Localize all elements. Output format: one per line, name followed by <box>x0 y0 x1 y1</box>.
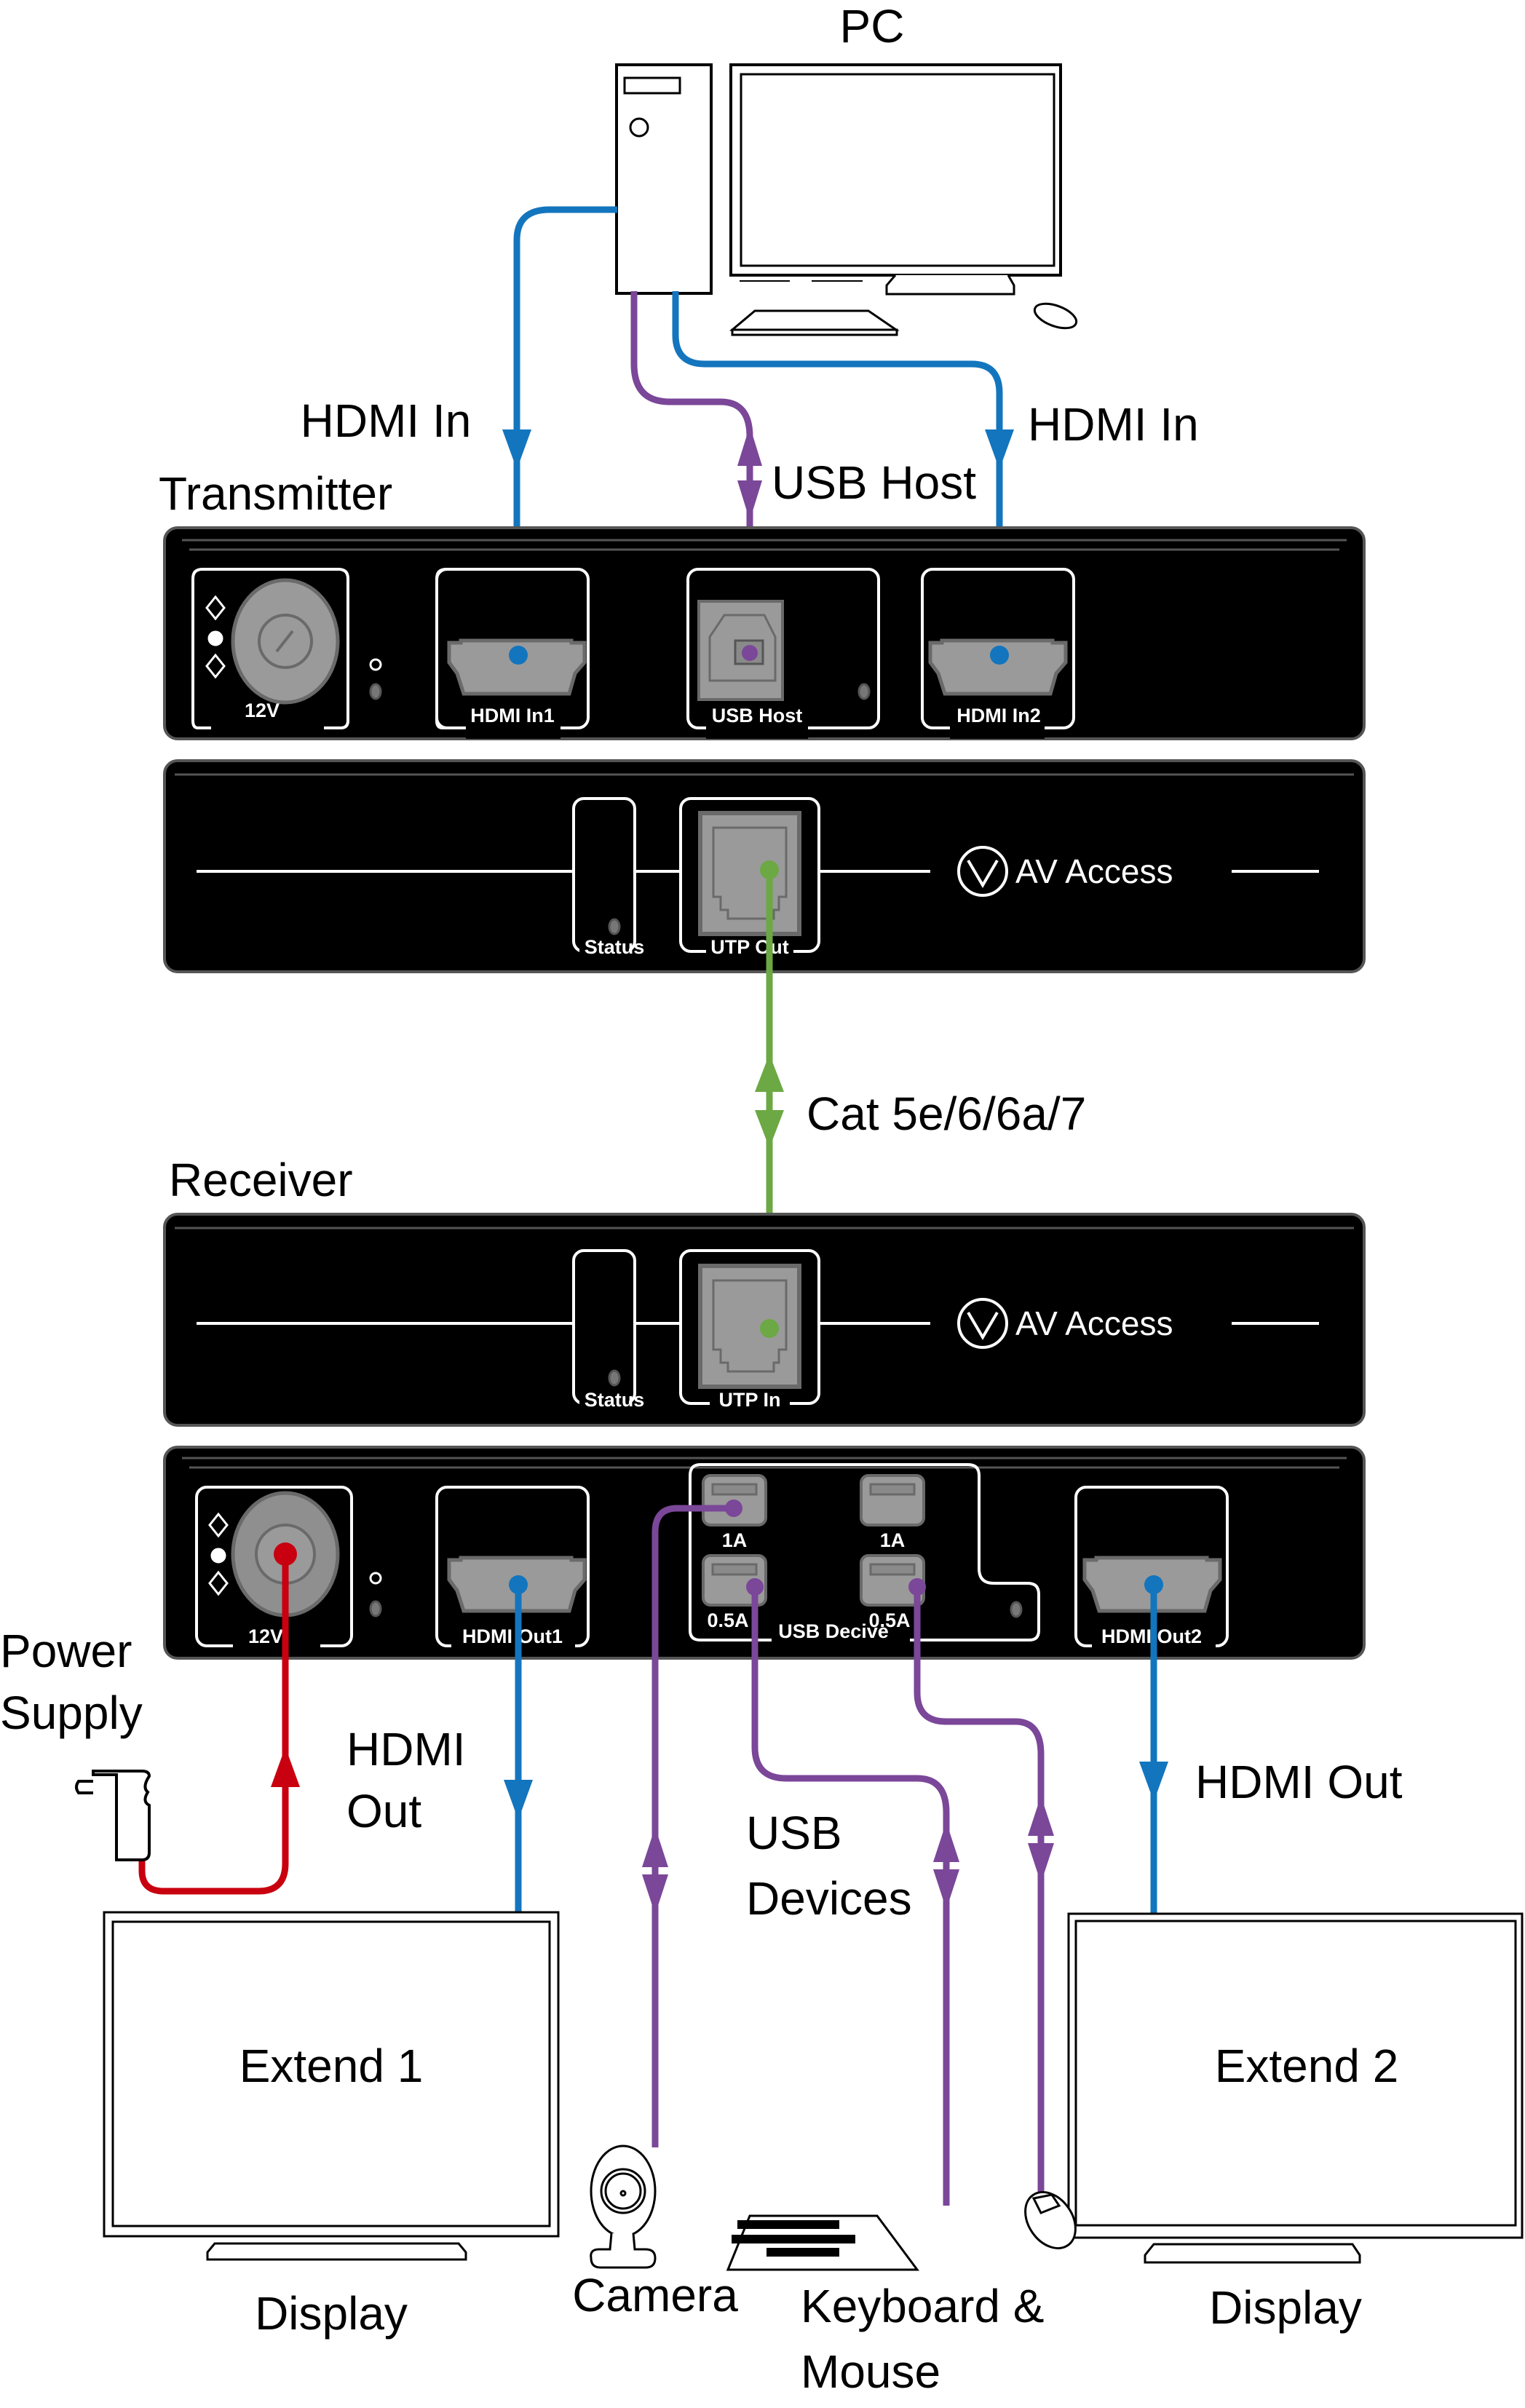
transmitter-power-label: 12V <box>245 700 280 721</box>
hdmi-out-left-line1: HDMI <box>346 1723 466 1775</box>
usb-port-2[interactable]: 1A <box>860 1474 925 1551</box>
hdmi-in-left-label: HDMI In <box>301 395 472 447</box>
display-right-label: Display <box>1209 2281 1362 2334</box>
hdmi-in2-label: HDMI In2 <box>956 705 1041 726</box>
receiver-brand-name: AV Access <box>1015 1304 1173 1342</box>
arrow-down-keyboard <box>933 1869 959 1909</box>
power-supply-label-line2: Supply <box>0 1687 143 1739</box>
hdmi-in1-label: HDMI In1 <box>470 705 555 726</box>
receiver-power-led-icon <box>369 1572 382 1617</box>
cable-type-label: Cat 5e/6/6a/7 <box>807 1088 1086 1140</box>
receiver-utp-in-port[interactable]: UTP In <box>679 1249 820 1414</box>
keyboard-mouse-line1: Keyboard & <box>801 2280 1044 2332</box>
cable-hdmi-in2 <box>672 291 1003 655</box>
av-access-logo: AV Access <box>957 846 1173 897</box>
hdmi-out1-label: HDMI Out1 <box>462 1625 563 1647</box>
pc-mouse-icon <box>1033 302 1078 330</box>
arrow-down-utp <box>755 1110 784 1148</box>
cable-hdmi-in1 <box>513 206 617 655</box>
arrow-down-hdmi-in-left <box>502 429 531 470</box>
transmitter-usb-host-port[interactable]: USB Host <box>686 568 880 739</box>
usb-host-label: USB Host <box>712 705 803 726</box>
utp-in-label: UTP In <box>718 1389 780 1411</box>
receiver-rear-panel: 12V HDMI Out1 1A 1A <box>163 1446 1366 1660</box>
arrow-down-usb-host <box>737 480 762 520</box>
cable-power <box>138 1554 289 1895</box>
usb-port-2-rating: 1A <box>880 1529 906 1551</box>
extend1-label: Extend 1 <box>239 2040 424 2092</box>
status-label: Status <box>585 936 645 958</box>
receiver-hdmi-out1-port[interactable]: HDMI Out1 <box>435 1486 590 1656</box>
usb-port-4[interactable]: 0.5A <box>860 1554 925 1631</box>
pc-monitor-icon <box>729 63 1062 296</box>
transmitter-rear-panel: 12V HDMI In1 USB Host <box>163 526 1366 740</box>
usb-devices-line1: USB <box>746 1807 842 1859</box>
display-extend2: Extend 2 <box>1067 1912 1524 2264</box>
arrow-down-mouse <box>1028 1843 1054 1883</box>
usb-devices-line2: Devices <box>746 1872 912 1925</box>
hdmi-out-right-label: HDMI Out <box>1195 1756 1403 1808</box>
display-extend1: Extend 1 <box>103 1911 560 2261</box>
display-left-label: Display <box>255 2287 408 2340</box>
extend2-label: Extend 2 <box>1215 2040 1399 2092</box>
arrow-down-hdmi-out1 <box>504 1780 533 1820</box>
arrow-up-utp <box>755 1054 784 1092</box>
usb-host-cable-label: USB Host <box>772 456 976 509</box>
receiver-power-label: 12V <box>248 1625 283 1647</box>
receiver-hdmi-out2-port[interactable]: HDMI Out2 <box>1074 1486 1229 1656</box>
usb-port-1-rating: 1A <box>722 1529 748 1551</box>
arrow-up-camera <box>642 1827 668 1867</box>
arrow-up-keyboard <box>933 1822 959 1862</box>
usb-port-3-rating: 0.5A <box>707 1609 748 1631</box>
usb-port-4-rating: 0.5A <box>868 1609 910 1631</box>
pc-label: PC <box>840 0 905 52</box>
receiver-status-label: Status <box>585 1389 645 1411</box>
transmitter-power-port[interactable]: 12V <box>191 568 349 729</box>
arrow-down-hdmi-in-right <box>985 429 1014 470</box>
pc-keyboard-icon <box>729 309 900 336</box>
transmitter-utp-out-port[interactable]: UTP Out <box>679 797 820 961</box>
pc-tower-icon <box>615 63 713 295</box>
camera-label: Camera <box>572 2269 738 2321</box>
hdmi-in-right-label: HDMI In <box>1028 398 1199 451</box>
receiver-polarity-icon <box>208 1512 229 1596</box>
hdmi-out-left-line2: Out <box>346 1785 421 1837</box>
transmitter-hdmi-in2-port[interactable]: HDMI In2 <box>921 568 1075 739</box>
arrow-up-usb-host <box>737 426 762 466</box>
arrow-up-mouse <box>1028 1796 1054 1836</box>
cable-usb-mouse <box>914 1587 1045 2202</box>
transmitter-status-led: Status <box>572 797 645 961</box>
transmitter-hdmi-in1-port[interactable]: HDMI In1 <box>435 568 590 739</box>
keyboard-mouse-line2: Mouse <box>801 2345 940 2398</box>
receiver-av-access-logo: AV Access <box>957 1298 1173 1349</box>
transmitter-label: Transmitter <box>159 467 392 520</box>
pc-group: PC <box>615 0 1078 336</box>
receiver-status-led: Status <box>572 1249 645 1414</box>
receiver-label: Receiver <box>169 1154 353 1206</box>
arrow-down-camera <box>642 1874 668 1914</box>
camera-icon <box>590 2144 657 2269</box>
arrow-up-power <box>271 1747 300 1787</box>
power-led-icon <box>369 658 382 700</box>
brand-name: AV Access <box>1015 852 1173 890</box>
arrow-down-hdmi-out2 <box>1139 1762 1168 1802</box>
power-supply-label-line1: Power <box>0 1625 132 1677</box>
cable-usb-camera <box>651 1505 734 2147</box>
mouse-icon <box>1024 2191 1077 2249</box>
cable-usb-keyboard <box>751 1587 950 2206</box>
receiver-usb-device-group: 1A 1A 0.5A 0.5A USB Decive <box>689 1463 1040 1652</box>
keyboard-icon <box>726 2214 919 2271</box>
receiver-front-panel: Status UTP In AV Access <box>163 1213 1366 1427</box>
polarity-icon <box>205 595 226 679</box>
utp-out-label: UTP Out <box>710 936 789 958</box>
cable-usb-host <box>630 291 753 655</box>
usb-group-label: USB Decive <box>778 1620 889 1642</box>
power-adapter-icon <box>75 1770 151 1861</box>
